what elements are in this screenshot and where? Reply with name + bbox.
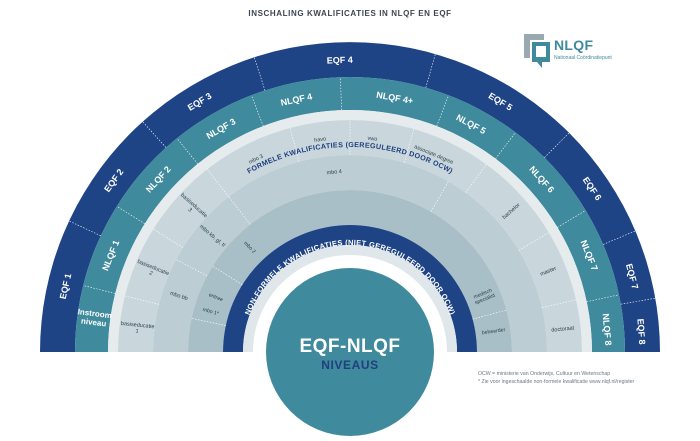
band-divider [83, 285, 116, 294]
band-dividers [68, 53, 656, 326]
center-title: EQF-NLQF [299, 336, 401, 357]
ring-bands [40, 42, 660, 352]
page-title: INSCHALING KWALIFICATIES IN NLQF EN EQF [248, 9, 452, 18]
qualification-label: mbo 1* [202, 307, 219, 317]
center-subtitle: NIVEAUS [321, 358, 379, 372]
logo-name: NLQF [554, 37, 594, 53]
band-divider [586, 294, 620, 302]
band-divider [436, 95, 449, 127]
nlqf-level-label: NLQF 8 [601, 313, 614, 346]
nonformal-qualification-label: beheerder [481, 327, 506, 336]
qualification-label: vwo [367, 136, 377, 143]
band-divider [176, 138, 198, 165]
nlqf-band [75, 77, 625, 352]
qualification-label: master [539, 266, 557, 278]
qualification-band-3 [188, 190, 512, 352]
qualification-band-1 [118, 120, 582, 352]
footnote-ocw: OCW = ministerie van Onderwijs, Cultuur … [478, 371, 611, 377]
logo-subtitle: Nationaal Coördinatiepunt [554, 55, 612, 61]
qualification-label: mbo bb [169, 291, 188, 302]
qualification-label: basiseducatie1 [120, 321, 155, 337]
band-divider [557, 210, 586, 228]
nonformal-band [223, 225, 477, 352]
qualification-band-2 [153, 155, 547, 352]
eqf-level-label: EQF 8 [635, 318, 647, 345]
qualification-label: havo [314, 136, 327, 144]
footnote-register: * Zie voor ingeschaalde non-formele kwal… [478, 379, 635, 385]
qualification-label: doctoraat [551, 325, 575, 333]
band-divider [340, 77, 342, 111]
qualification-label: entree [208, 292, 224, 303]
nlqf-logo[interactable]: NLQF Nationaal Coördinatiepunt [522, 30, 642, 78]
eqf-band [40, 42, 660, 352]
band-divider [251, 95, 264, 127]
eqf-level-label: EQF 4 [327, 55, 353, 66]
center-circle [266, 268, 434, 436]
footnotes: OCW = ministerie van Onderwijs, Cultuur … [478, 370, 634, 386]
nlqf-entry-label: Instroomniveau [76, 307, 112, 329]
qualification-label: mbo 4 [326, 169, 342, 176]
band-divider [495, 132, 516, 159]
nlqf-logo-icon [524, 34, 550, 68]
band-divider [116, 206, 145, 225]
